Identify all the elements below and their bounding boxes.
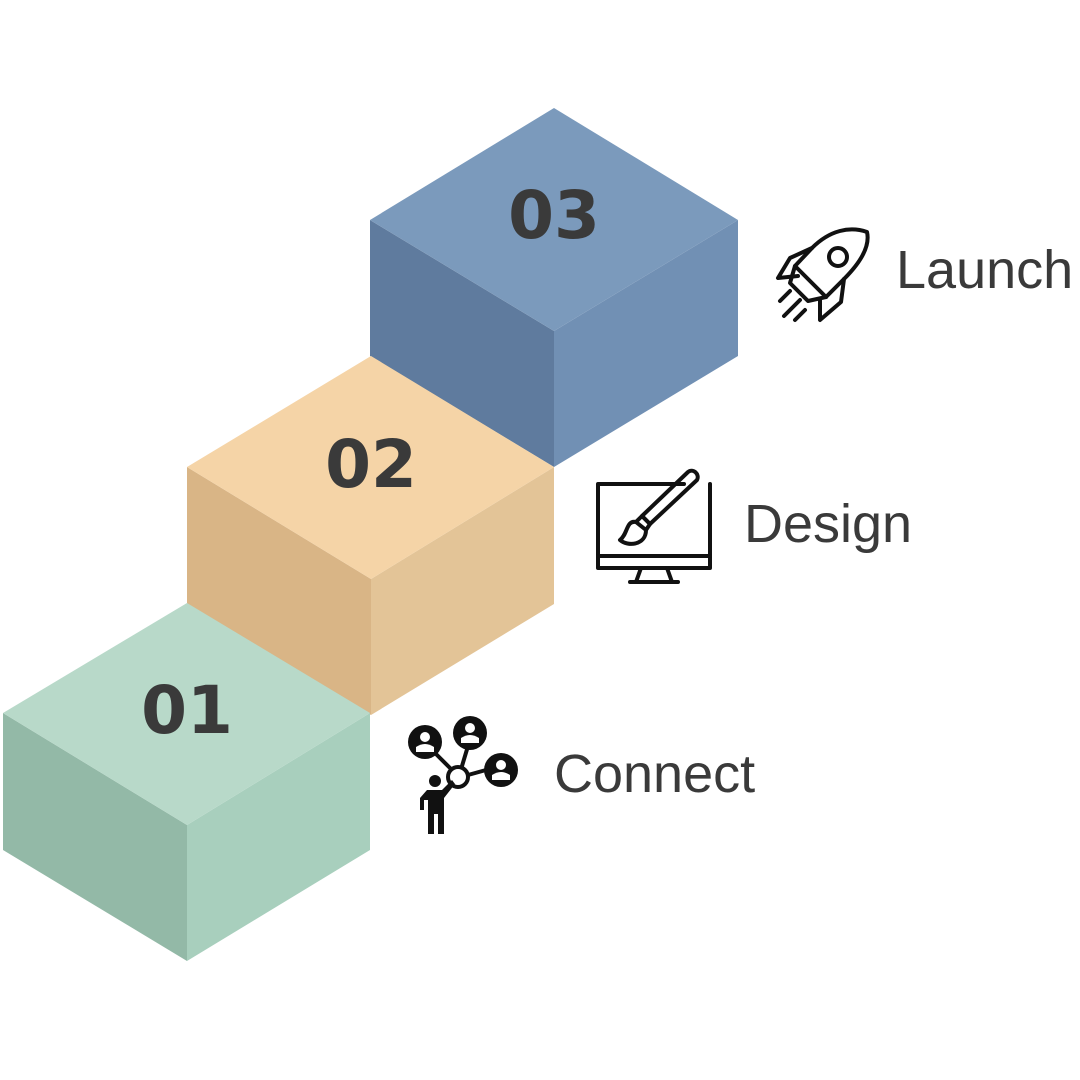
step-03-left-face xyxy=(370,220,554,467)
step-03-number: 03 xyxy=(508,177,600,254)
step-02-number: 02 xyxy=(325,426,417,503)
step-03-cube: 03 xyxy=(370,108,738,467)
step-01-left-face xyxy=(3,713,187,961)
monitor-brush-icon xyxy=(596,468,712,584)
step-01-cube: 01 xyxy=(3,603,370,961)
step-02-label: Design xyxy=(744,494,912,554)
step-01-label: Connect xyxy=(554,744,755,804)
step-03-label: Launch xyxy=(896,240,1073,300)
step-02-right-face xyxy=(371,467,554,715)
rocket-icon xyxy=(776,227,870,322)
step-02-cube: 02 xyxy=(187,356,554,715)
step-01-right-face xyxy=(187,713,370,961)
network-people-icon xyxy=(408,716,518,834)
step-02-top-face xyxy=(187,356,554,579)
step-01-number: 01 xyxy=(141,672,233,749)
step-01-top-face xyxy=(3,603,370,825)
step-03-right-face xyxy=(554,220,738,467)
step-02-left-face xyxy=(187,467,371,715)
step-03-top-face xyxy=(370,108,738,331)
